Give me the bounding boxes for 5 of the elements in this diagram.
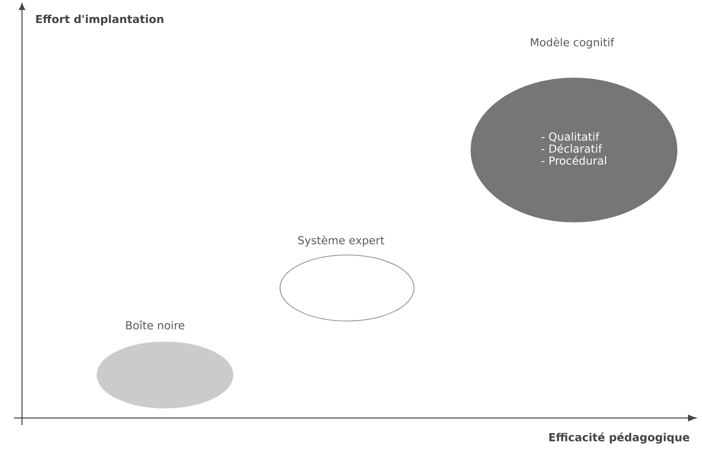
ellipse-heading: Boîte noire xyxy=(126,320,184,330)
axis-label: Efficacité pédagogique xyxy=(549,432,690,444)
ellipse-heading: Système expert xyxy=(298,235,384,247)
axis-label: Effort d'implantation xyxy=(36,14,164,26)
ellipse-heading: Modèle cognitif xyxy=(530,37,614,49)
